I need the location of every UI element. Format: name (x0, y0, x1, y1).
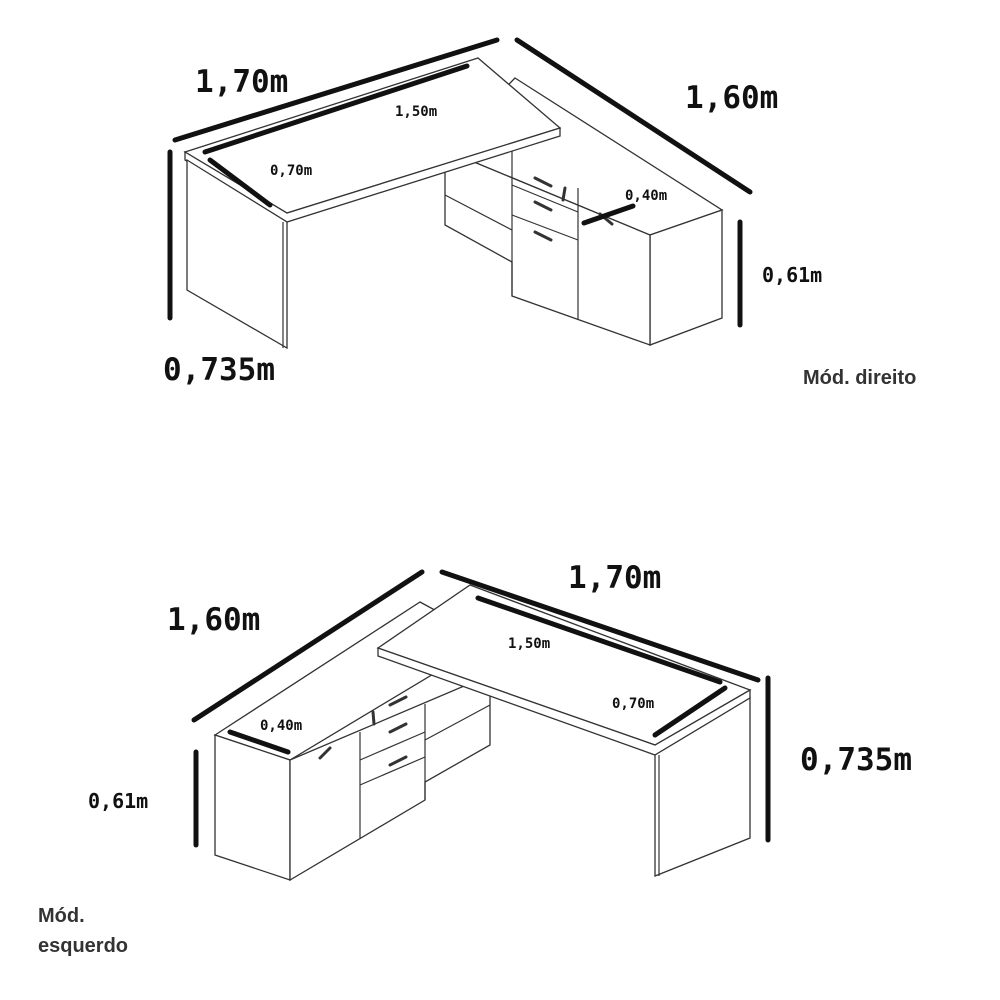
dimension-line-cabinet-depth (227, 729, 291, 755)
dim-inner-length: 1,50m (395, 104, 437, 120)
drawer-handle-icon (388, 722, 408, 734)
dim-cabinet-depth: 0,40m (625, 188, 667, 204)
dim-desk-depth: 0,70m (270, 163, 312, 179)
drawer-divider (511, 184, 579, 213)
dimension-line-desk-length (439, 569, 761, 683)
drawer-divider (359, 756, 426, 786)
right-module-drawing: 1,70m 1,60m 1,50m 0,70m 0,40m 0,61m 0,73… (163, 37, 916, 389)
dim-total-length: 1,60m (685, 80, 778, 116)
desk-leg (654, 696, 751, 877)
dimension-line-cabinet-depth (581, 203, 636, 226)
open-shelf (444, 194, 513, 231)
lock-icon (561, 186, 567, 202)
module-label-line2: esquerdo (38, 935, 128, 957)
dimension-line-inner-length (475, 595, 723, 685)
dim-desk-height: 0,735m (163, 352, 275, 388)
dim-total-length: 1,60m (167, 602, 260, 638)
drawer-handle-icon (533, 200, 553, 212)
drawer-divider (511, 214, 579, 241)
drawer-divider (359, 731, 426, 761)
dim-cabinet-height: 0,61m (88, 789, 148, 813)
cabinet-side (214, 734, 291, 881)
desk-leg (186, 158, 288, 350)
drawer-handle-icon (533, 230, 553, 242)
dimension-line-desk-depth (207, 157, 273, 208)
open-shelf (424, 704, 491, 741)
drawer-handle-icon (388, 695, 408, 707)
dim-cabinet-height: 0,61m (762, 263, 822, 287)
dim-desk-depth: 0,70m (612, 696, 654, 712)
desk-edge (184, 127, 561, 223)
dim-desk-height: 0,735m (800, 742, 912, 778)
dim-desk-length: 1,70m (568, 560, 661, 596)
dim-desk-length: 1,70m (195, 64, 288, 100)
dimension-line-inner-length (202, 63, 470, 155)
door-handle-icon (318, 746, 332, 760)
drawer-handle-icon (533, 176, 553, 188)
dimension-line-total-length (514, 37, 753, 195)
module-label-line1: Mód. (38, 905, 85, 927)
dim-inner-length: 1,50m (508, 636, 550, 652)
lock-icon (371, 710, 376, 726)
left-module-drawing: 1,60m 1,70m 1,50m 0,70m 0,40m 0,61m 0,73… (38, 560, 912, 957)
drawer-handle-icon (388, 755, 408, 767)
module-label: Mód. direito (803, 367, 916, 389)
dim-cabinet-depth: 0,40m (260, 718, 302, 734)
dimension-line-desk-depth (652, 685, 728, 738)
dimension-line-desk-length (172, 37, 500, 143)
dimension-line-total-length (191, 569, 425, 723)
